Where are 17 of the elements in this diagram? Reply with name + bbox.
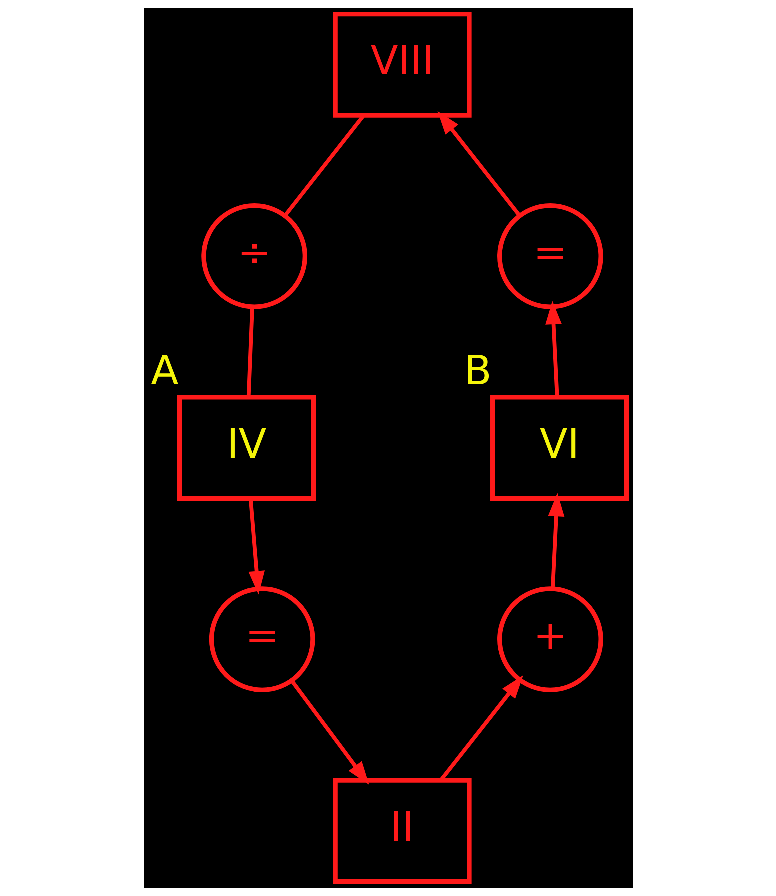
- arrow: [248, 498, 264, 595]
- arrow: [548, 493, 564, 589]
- node-box: VI: [490, 395, 629, 501]
- arrow: [545, 301, 562, 398]
- node-circle: =: [208, 586, 315, 692]
- arrow: [290, 680, 369, 785]
- arrow: [437, 111, 521, 218]
- node-box: VIII: [332, 12, 472, 118]
- node-box: II: [332, 778, 472, 884]
- node-circle: ÷: [201, 204, 308, 310]
- connector: [283, 114, 365, 218]
- node-box: IV: [176, 395, 316, 501]
- connector: [246, 306, 254, 398]
- node-label: B: [464, 346, 492, 395]
- node-circle: =: [497, 204, 603, 310]
- node-circle: +: [497, 586, 603, 692]
- node-label: A: [150, 346, 178, 395]
